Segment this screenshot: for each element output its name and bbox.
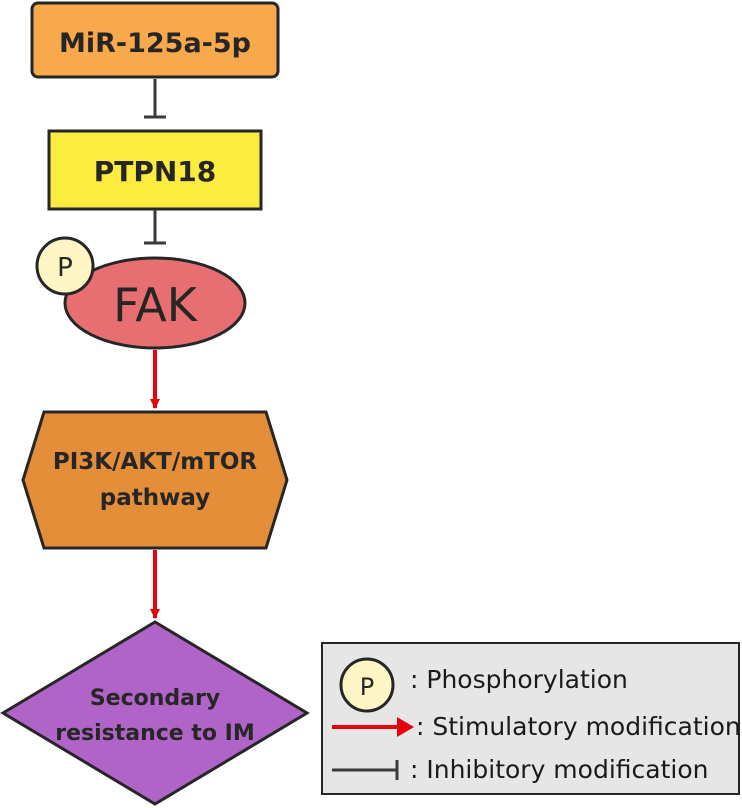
legend-inhibitory-label: : Inhibitory modification [410, 755, 708, 784]
stimulatory-arrowhead-icon [397, 717, 414, 737]
resistance-label-line2: resistance to IM [55, 721, 255, 746]
legend-phosphorylation-row: P : Phosphorylation [339, 657, 628, 713]
fak-node: FAK [63, 256, 247, 350]
pathway-label-line2: pathway [100, 485, 210, 511]
ptpn18-label: PTPN18 [94, 155, 217, 188]
legend-stimulatory-row: : Stimulatory modification [332, 712, 741, 741]
mir-125a-5p-label: MiR-125a-5p [59, 28, 251, 59]
phosphorylation-badge: P [35, 236, 95, 296]
legend-inhibitory-row: : Inhibitory modification [332, 755, 708, 784]
resistance-label-line1: Secondary [90, 686, 220, 711]
legend: P : Phosphorylation : Stimulatory modifi… [321, 642, 741, 795]
pi3k-akt-mtor-pathway-node: PI3K/AKT/mTOR pathway [21, 410, 289, 550]
fak-label: FAK [113, 278, 199, 332]
pathway-label-line1: PI3K/AKT/mTOR [53, 449, 258, 475]
mir-125a-5p-node: MiR-125a-5p [30, 1, 280, 79]
phosphorylation-badge-label: P [57, 253, 73, 283]
legend-phospho-badge-label: P [360, 673, 374, 701]
secondary-resistance-node: Secondary resistance to IM [0, 620, 310, 806]
legend-stimulatory-label: : Stimulatory modification [416, 712, 741, 741]
ptpn18-node: PTPN18 [47, 129, 263, 211]
inhibitory-edge-mir-ptpn18 [144, 79, 166, 119]
legend-phosphorylation-label: : Phosphorylation [410, 665, 628, 694]
inhibitory-edge-ptpn18-fak [144, 210, 166, 245]
